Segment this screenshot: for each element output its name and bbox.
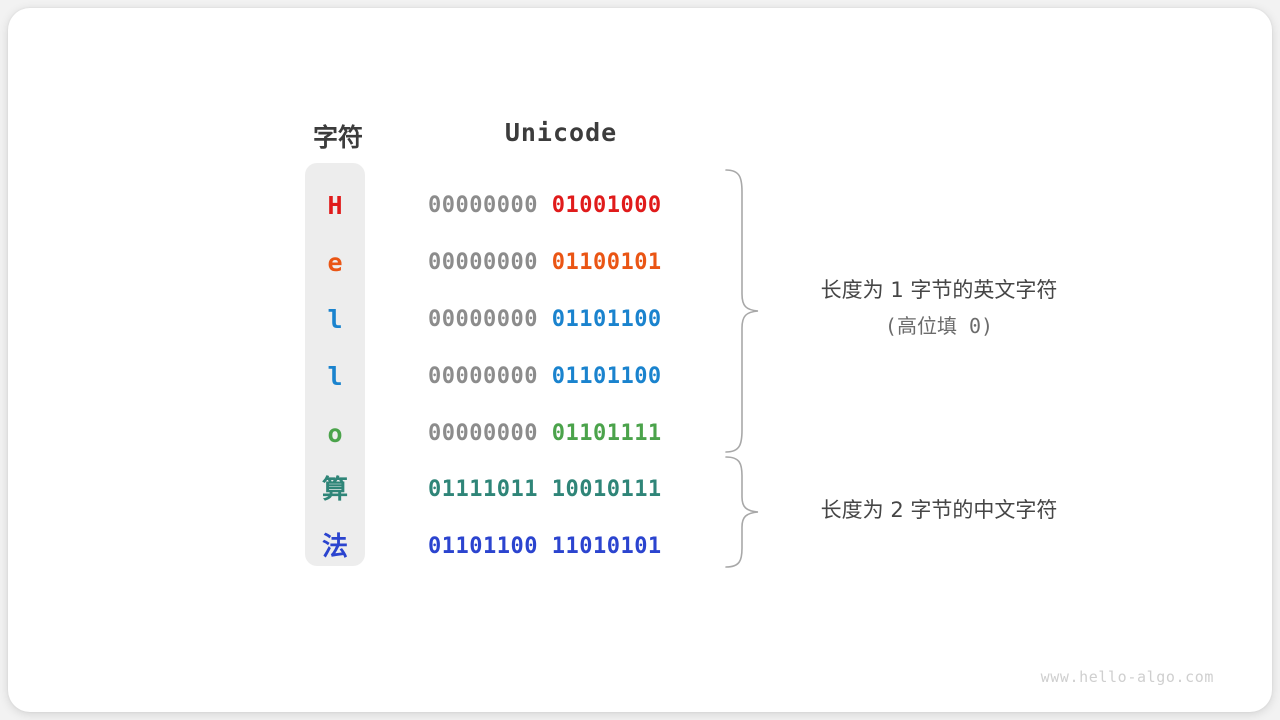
low-byte: 01100101 bbox=[551, 250, 662, 275]
annotation-two-byte: 长度为 2 字节的中文字符 bbox=[774, 492, 1104, 528]
byte-separator bbox=[538, 534, 552, 559]
low-byte: 11010101 bbox=[551, 534, 662, 559]
high-byte: 00000000 bbox=[428, 421, 538, 446]
low-byte: 10010111 bbox=[551, 477, 662, 502]
unicode-binary-row: 00000000 01101100 bbox=[428, 305, 694, 335]
character-cell: 法 bbox=[321, 532, 348, 562]
annotation-one-byte: 长度为 1 字节的英文字符 (高位填 0) bbox=[774, 272, 1104, 344]
unicode-binary-row: 00000000 01101111 bbox=[428, 419, 694, 449]
high-byte: 01111011 bbox=[428, 477, 538, 502]
byte-separator bbox=[538, 477, 552, 502]
character-column-panel bbox=[305, 163, 365, 566]
high-byte: 01101100 bbox=[428, 534, 538, 559]
low-byte: 01001000 bbox=[551, 193, 662, 218]
unicode-binary-row: 01111011 10010111 bbox=[428, 475, 694, 505]
brace-two-byte-group bbox=[725, 456, 759, 568]
byte-separator bbox=[538, 193, 552, 218]
high-byte: 00000000 bbox=[428, 193, 538, 218]
annotation-two-byte-main: 长度为 2 字节的中文字符 bbox=[820, 498, 1058, 522]
column-header-character: 字符 bbox=[312, 124, 363, 152]
high-byte: 00000000 bbox=[428, 307, 538, 332]
character-cell: l bbox=[327, 362, 343, 391]
character-cell: H bbox=[327, 191, 343, 220]
unicode-binary-row: 00000000 01101100 bbox=[428, 362, 694, 392]
character-cell: o bbox=[327, 419, 343, 448]
annotation-one-byte-main: 长度为 1 字节的英文字符 bbox=[820, 278, 1058, 302]
byte-separator bbox=[538, 307, 552, 332]
unicode-binary-row: 01101100 11010101 bbox=[428, 532, 694, 562]
watermark: www.hello-algo.com bbox=[1040, 668, 1214, 686]
annotation-one-byte-sub: (高位填 0) bbox=[884, 314, 994, 338]
byte-separator bbox=[538, 364, 552, 389]
character-cell: e bbox=[327, 248, 343, 277]
character-cell: l bbox=[327, 305, 343, 334]
brace-one-byte-group bbox=[725, 169, 759, 453]
character-cell: 算 bbox=[321, 475, 348, 505]
high-byte: 00000000 bbox=[428, 250, 538, 275]
high-byte: 00000000 bbox=[428, 364, 538, 389]
low-byte: 01101100 bbox=[551, 307, 662, 332]
byte-separator bbox=[538, 250, 552, 275]
column-header-unicode: Unicode bbox=[504, 118, 618, 147]
low-byte: 01101111 bbox=[551, 421, 662, 446]
unicode-binary-row: 00000000 01100101 bbox=[428, 248, 694, 278]
byte-separator bbox=[538, 421, 552, 446]
unicode-binary-row: 00000000 01001000 bbox=[428, 191, 694, 221]
low-byte: 01101100 bbox=[551, 364, 662, 389]
